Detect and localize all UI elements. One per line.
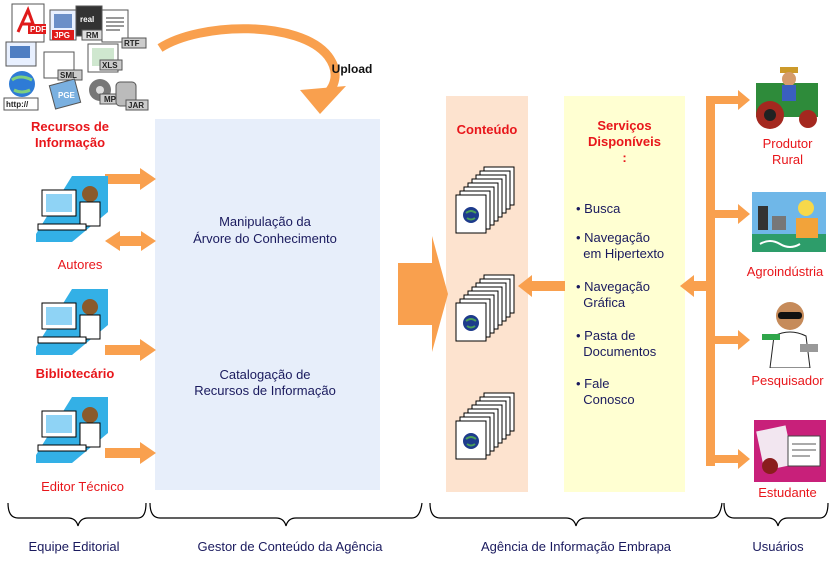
svg-text:XLS: XLS: [102, 61, 118, 70]
arrow-big: [398, 236, 448, 352]
svg-text:RTF: RTF: [124, 39, 140, 48]
svg-text:SML: SML: [60, 71, 77, 80]
upload-label: Upload: [331, 62, 373, 76]
svg-text:JAR: JAR: [128, 101, 144, 110]
service-item[interactable]: • Pasta de Documentos: [576, 328, 657, 359]
svg-text:real: real: [80, 15, 94, 24]
content-title: Conteúdo: [456, 122, 518, 137]
service-item[interactable]: • Busca: [576, 201, 621, 216]
service-item[interactable]: • Fale Conosco: [576, 376, 635, 407]
manager-line1: Manipulação da: [219, 214, 311, 229]
section-agency: Agência de Informação Embrapa: [480, 539, 672, 554]
svg-text:RM: RM: [86, 31, 99, 40]
service-item[interactable]: • Navegação em Hipertexto: [576, 230, 665, 261]
arrow-authors-in: [105, 168, 156, 190]
manager-line2: Árvore do Conhecimento: [193, 231, 337, 246]
file-types-cluster: PDF JPG real RM RTF SML XLS http:// PGE …: [3, 3, 149, 111]
services-title-line1: Serviços: [597, 118, 652, 133]
arrow-authors-both: [105, 231, 156, 251]
researcher-icon: [762, 302, 818, 368]
manager-line4: Recursos de Informação: [194, 383, 336, 398]
section-editorial: Equipe Editorial: [28, 539, 120, 554]
student-icon: [754, 420, 826, 482]
user-student: Estudante: [758, 485, 817, 500]
resources-label-line2: Informação: [34, 135, 106, 150]
service-item[interactable]: • Navegação Gráfica: [576, 279, 650, 310]
services-title-line2: Disponíveis: [588, 134, 661, 149]
pdf-tag: PDF: [30, 25, 46, 34]
section-users: Usuários: [752, 539, 804, 554]
arrow-editor-in: [105, 442, 156, 464]
manager-line3: Catalogação de: [219, 367, 311, 382]
document-stacks-icon: [452, 165, 522, 465]
role-tech-editor: Editor Técnico: [41, 479, 124, 494]
svg-text:http://: http://: [6, 100, 29, 109]
arrow-services-content: [518, 275, 565, 297]
services-panel: [564, 96, 685, 492]
user-researcher: Pesquisador: [751, 373, 824, 388]
agroindustry-icon: [752, 192, 826, 252]
librarian-figure-icon: [36, 289, 108, 355]
role-librarian: Bibliotecário: [35, 366, 115, 381]
user-rural-line1: Produtor: [762, 136, 813, 151]
user-agro: Agroindústria: [746, 264, 824, 279]
role-authors: Autores: [57, 257, 103, 272]
svg-text:PGE: PGE: [58, 91, 76, 100]
arrow-librarian-in: [105, 339, 156, 361]
manager-panel: [155, 119, 380, 490]
svg-text:MP: MP: [104, 95, 117, 104]
resources-label-line1: Recursos de: [30, 119, 110, 134]
tech-editor-figure-icon: [36, 397, 108, 463]
upload-arrow: [157, 24, 340, 102]
author-figure-icon: [36, 176, 108, 242]
svg-text:JPG: JPG: [54, 31, 70, 40]
services-title-line3: :: [622, 150, 627, 165]
farmer-icon: [756, 67, 818, 129]
section-manager: Gestor de Conteúdo da Agência: [197, 539, 383, 554]
arrow-services-users: [680, 275, 707, 297]
user-rural-line2: Rural: [771, 152, 804, 167]
